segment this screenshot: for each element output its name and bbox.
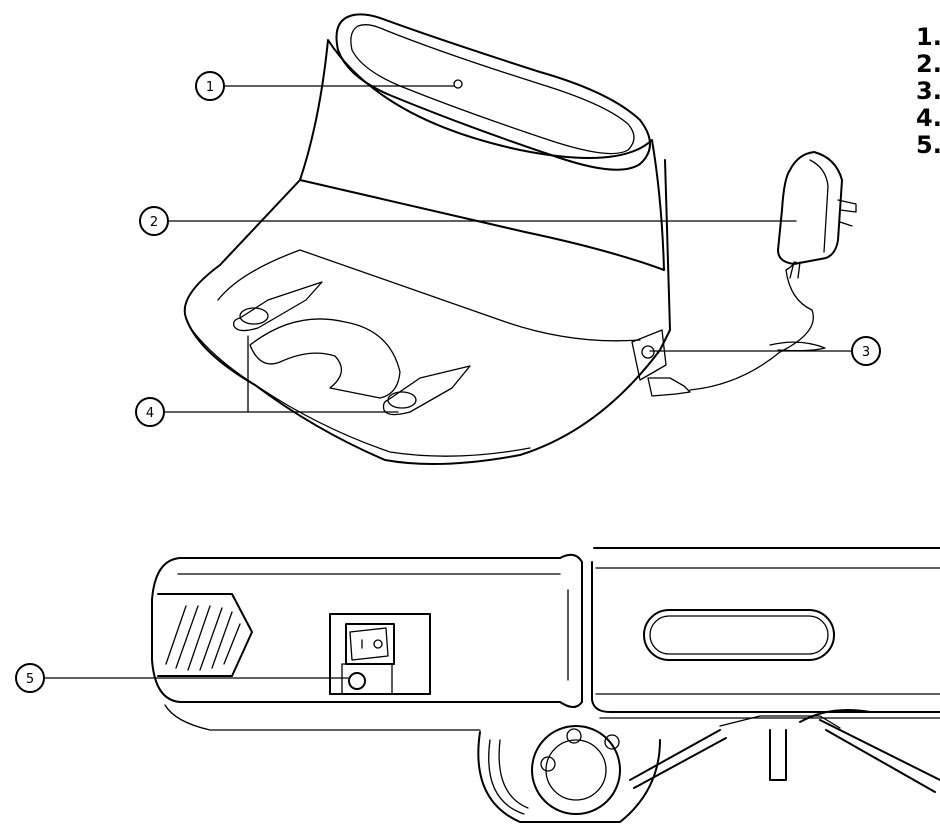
legend-item-3: 3. <box>916 77 940 105</box>
robot-handle <box>643 609 835 661</box>
legend-item-5: 5. <box>916 131 940 159</box>
dc-socket <box>641 345 655 359</box>
wheel-screw-right <box>604 734 620 750</box>
charging-contact-right-pad <box>387 391 417 409</box>
adapter-face <box>809 159 829 253</box>
charging-contact-left <box>232 281 323 332</box>
callout-2-marker <box>139 206 169 236</box>
robot-left-housing <box>151 557 561 703</box>
power-cable-coil <box>769 341 826 352</box>
dc-socket-panel <box>631 329 667 381</box>
dock-tower-slot-inner <box>350 24 635 155</box>
drive-wheel-hub-inner <box>545 739 607 801</box>
adapter-prongs <box>837 199 857 227</box>
legend-item-2: 2. <box>916 50 940 78</box>
callout-5: 5 <box>15 663 349 693</box>
power-cable <box>689 261 814 391</box>
dc-plug <box>647 377 691 397</box>
wheel-axle <box>566 728 582 744</box>
legend-item-4: 4. <box>916 104 940 132</box>
robot-side-view <box>151 547 940 823</box>
robot-mid-flange <box>559 553 583 708</box>
robot-right-module-inner <box>595 567 940 695</box>
callout-2-label: 2 <box>150 215 158 230</box>
callout-2: 2 <box>139 206 797 236</box>
drive-wheel-tread <box>488 739 529 815</box>
drive-wheel-hub <box>531 725 621 815</box>
charging-dock <box>183 13 826 465</box>
wheel-screw-left <box>540 756 556 772</box>
robot-handle-inner <box>649 615 829 655</box>
adapter-body <box>777 151 843 265</box>
side-brush <box>629 709 940 793</box>
drive-wheel <box>477 731 661 823</box>
power-switch <box>345 623 395 665</box>
callouts: 1 2 3 4 5 <box>15 71 881 693</box>
vent-grille <box>157 593 253 677</box>
dock-base-platform <box>183 159 671 465</box>
legend-item-1: 1. <box>916 23 940 51</box>
dc-port-housing <box>341 663 393 695</box>
callout-5-marker <box>15 663 45 693</box>
power-switch-rocker <box>349 627 389 661</box>
callout-1-label: 1 <box>206 80 214 95</box>
callout-5-label: 5 <box>26 672 34 687</box>
vent-grille-slats <box>165 605 241 671</box>
adapter-cable-strain <box>789 261 801 279</box>
callout-3-marker <box>851 336 881 366</box>
callout-3: 3 <box>649 336 881 366</box>
robot-left-housing-bottom-line <box>164 704 481 731</box>
switch-panel <box>329 613 431 695</box>
dc-port <box>348 672 366 690</box>
dock-tower-slot <box>335 13 651 171</box>
dock-u-cutout <box>249 318 401 399</box>
callout-4-marker <box>135 397 165 427</box>
dock-base-lip <box>191 329 531 457</box>
callout-1-marker <box>195 71 225 101</box>
parts-legend: 1. 2. 3. 4. 5. <box>916 24 940 159</box>
side-brush-hub <box>719 715 841 729</box>
charging-contact-left-pad <box>239 307 269 325</box>
callout-4-leader <box>163 335 399 413</box>
power-switch-o-mark <box>373 639 383 649</box>
dock-tower <box>299 39 665 271</box>
power-adapter <box>777 151 857 279</box>
callout-3-label: 3 <box>862 345 870 360</box>
dock-base-inner-edge <box>217 249 641 342</box>
callout-4-label: 4 <box>146 406 154 421</box>
indicator-light <box>453 79 463 89</box>
callout-4: 4 <box>135 335 399 427</box>
callout-1: 1 <box>195 71 455 101</box>
robot-right-module <box>591 547 940 713</box>
